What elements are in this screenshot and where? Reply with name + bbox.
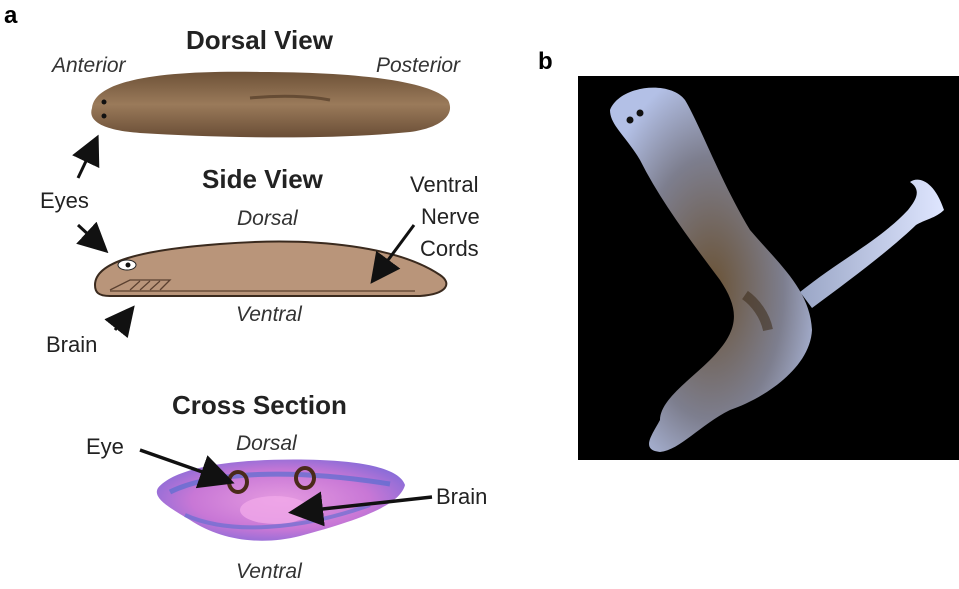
photo-eye-right <box>637 110 644 117</box>
side-view-title: Side View <box>202 164 323 195</box>
arrow-eyes-dorsal <box>78 140 96 178</box>
cross-eye-label: Eye <box>86 434 124 460</box>
cross-section-title: Cross Section <box>172 390 347 421</box>
cross-dorsal-label: Dorsal <box>236 432 297 456</box>
panel-b <box>540 40 959 480</box>
cross-section-image <box>157 460 405 541</box>
arrow-eyes-side <box>78 225 104 249</box>
panel-a: a Dorsal View Anterior Posterior Eyes Si… <box>0 0 560 589</box>
ventral-nerve-label-line1: Ventral <box>410 172 479 198</box>
arrow-brain-side <box>115 310 131 330</box>
cross-ventral-label: Ventral <box>236 560 302 584</box>
brain-label: Brain <box>46 332 97 358</box>
dorsal-eye-left <box>102 100 107 105</box>
side-ventral-label: Ventral <box>236 303 302 327</box>
eyes-label: Eyes <box>40 188 89 214</box>
anterior-label: Anterior <box>52 54 126 78</box>
dorsal-view-title: Dorsal View <box>186 25 333 56</box>
dorsal-view-worm <box>91 72 450 138</box>
ventral-nerve-label-line3: Cords <box>420 236 479 262</box>
dorsal-eye-right <box>102 114 107 119</box>
ventral-nerve-label-line2: Nerve <box>421 204 480 230</box>
posterior-label: Posterior <box>376 54 460 78</box>
photo-eye-left <box>627 117 634 124</box>
flatworm-photo <box>540 40 959 480</box>
side-dorsal-label: Dorsal <box>237 207 298 231</box>
panel-a-letter: a <box>4 2 17 30</box>
cross-brain-label: Brain <box>436 484 487 510</box>
side-view-worm <box>95 242 446 296</box>
